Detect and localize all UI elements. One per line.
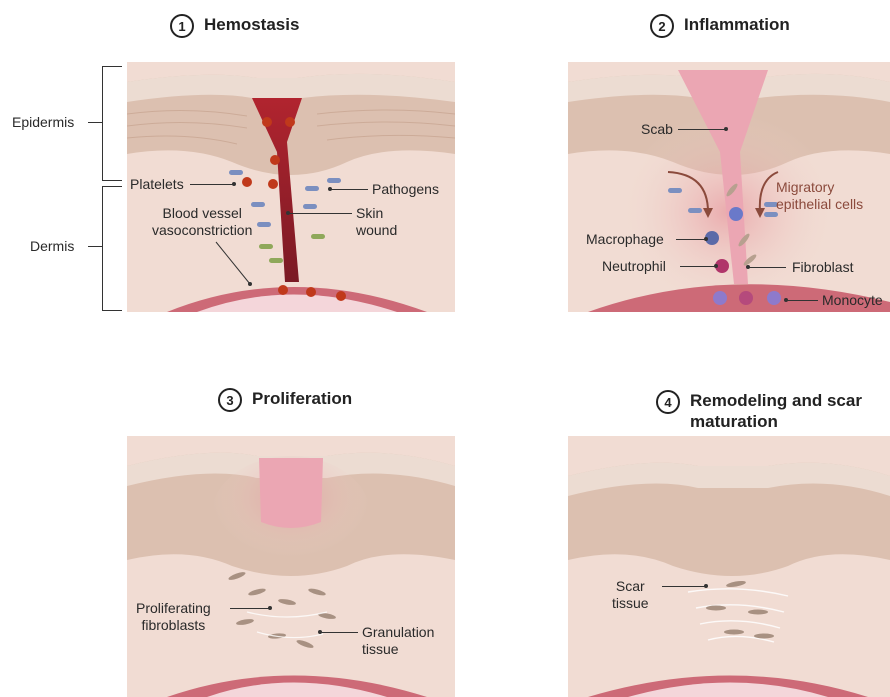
panel-4-title: 4 Remodeling and scar maturation bbox=[656, 390, 880, 432]
label-macrophage: Macrophage bbox=[586, 231, 664, 248]
label-blood-vessel-line2: vasoconstriction bbox=[152, 222, 252, 238]
blood-vessel-pointer bbox=[214, 240, 254, 290]
scar-tissue-pointer bbox=[662, 586, 706, 587]
label-monocyte: Monocyte bbox=[822, 292, 883, 309]
scab-pointer bbox=[678, 129, 726, 130]
step-number-3: 3 bbox=[218, 388, 242, 412]
epidermis-bracket bbox=[102, 66, 103, 180]
label-fibroblast: Fibroblast bbox=[792, 259, 853, 276]
label-scar-line2: tissue bbox=[612, 595, 649, 611]
scab-pointer-dot bbox=[724, 127, 728, 131]
remodeling-illustration bbox=[568, 436, 890, 697]
label-migratory-epithelial-cells: Migratory epithelial cells bbox=[776, 179, 863, 213]
step-number-4: 4 bbox=[656, 390, 680, 414]
pathogens-pointer-dot bbox=[328, 187, 332, 191]
fibroblast-pointer bbox=[748, 267, 786, 268]
panel-2-title: 2 Inflammation bbox=[650, 14, 790, 38]
neutrophil-pointer bbox=[680, 266, 716, 267]
skin-wound-pointer-dot bbox=[286, 211, 290, 215]
macrophage-pointer-dot bbox=[704, 237, 708, 241]
proliferating-fibroblasts-pointer bbox=[230, 608, 270, 609]
label-granulation-tissue: Granulation tissue bbox=[362, 624, 434, 658]
monocyte-pointer-dot bbox=[784, 298, 788, 302]
label-dermis: Dermis bbox=[30, 238, 74, 255]
panel-2-title-text: Inflammation bbox=[684, 14, 790, 35]
label-scar-line1: Scar bbox=[616, 578, 645, 594]
panel-3-title-text: Proliferation bbox=[252, 388, 352, 409]
label-scar-tissue: Scar tissue bbox=[612, 578, 649, 612]
panel-1-title: 1 Hemostasis bbox=[170, 14, 299, 38]
neutrophil-pointer-dot bbox=[714, 264, 718, 268]
label-platelets: Platelets bbox=[130, 176, 184, 193]
label-proliferating-line1: Proliferating bbox=[136, 600, 211, 616]
label-skin-wound: Skin wound bbox=[356, 205, 397, 239]
panel-1-title-text: Hemostasis bbox=[204, 14, 299, 35]
scab bbox=[259, 458, 323, 528]
panel-4-title-text: Remodeling and scar maturation bbox=[690, 390, 880, 432]
panel-3-title: 3 Proliferation bbox=[218, 388, 352, 412]
proliferating-fibroblasts-pointer-dot bbox=[268, 606, 272, 610]
platelets-pointer bbox=[190, 184, 234, 185]
granulation-tissue-pointer-dot bbox=[318, 630, 322, 634]
monocyte-pointer bbox=[786, 300, 818, 301]
label-skin-wound-line1: Skin bbox=[356, 205, 383, 221]
step-number-2: 2 bbox=[650, 14, 674, 38]
label-granulation-line1: Granulation bbox=[362, 624, 434, 640]
fibroblast-pointer-dot bbox=[746, 265, 750, 269]
label-blood-vessel-line1: Blood vessel bbox=[163, 205, 242, 221]
scar-tissue-pointer-dot bbox=[704, 584, 708, 588]
label-blood-vessel: Blood vessel vasoconstriction bbox=[152, 205, 252, 239]
macrophage-pointer bbox=[676, 239, 706, 240]
dermis-bracket-bottom bbox=[102, 310, 122, 311]
label-skin-wound-line2: wound bbox=[356, 222, 397, 238]
dermis-pointer bbox=[88, 246, 102, 247]
label-granulation-line2: tissue bbox=[362, 641, 399, 657]
dermis-bracket-top bbox=[102, 186, 122, 187]
label-epidermis: Epidermis bbox=[12, 114, 74, 131]
epidermis-pointer bbox=[88, 122, 102, 123]
epidermis-bracket-top bbox=[102, 66, 122, 67]
step-number-1: 1 bbox=[170, 14, 194, 38]
label-migratory-line1: Migratory bbox=[776, 179, 834, 195]
skin-wound-pointer bbox=[288, 213, 352, 214]
label-scab: Scab bbox=[641, 121, 673, 138]
label-proliferating-line2: fibroblasts bbox=[141, 617, 205, 633]
label-proliferating-fibroblasts: Proliferating fibroblasts bbox=[136, 600, 211, 634]
epidermis-bracket-bottom bbox=[102, 180, 122, 181]
label-pathogens: Pathogens bbox=[372, 181, 439, 198]
granulation-tissue-pointer bbox=[320, 632, 358, 633]
label-neutrophil: Neutrophil bbox=[602, 258, 666, 275]
platelets-pointer-dot bbox=[232, 182, 236, 186]
dermis-bracket bbox=[102, 186, 103, 310]
label-migratory-line2: epithelial cells bbox=[776, 196, 863, 212]
pathogens-pointer bbox=[330, 189, 368, 190]
